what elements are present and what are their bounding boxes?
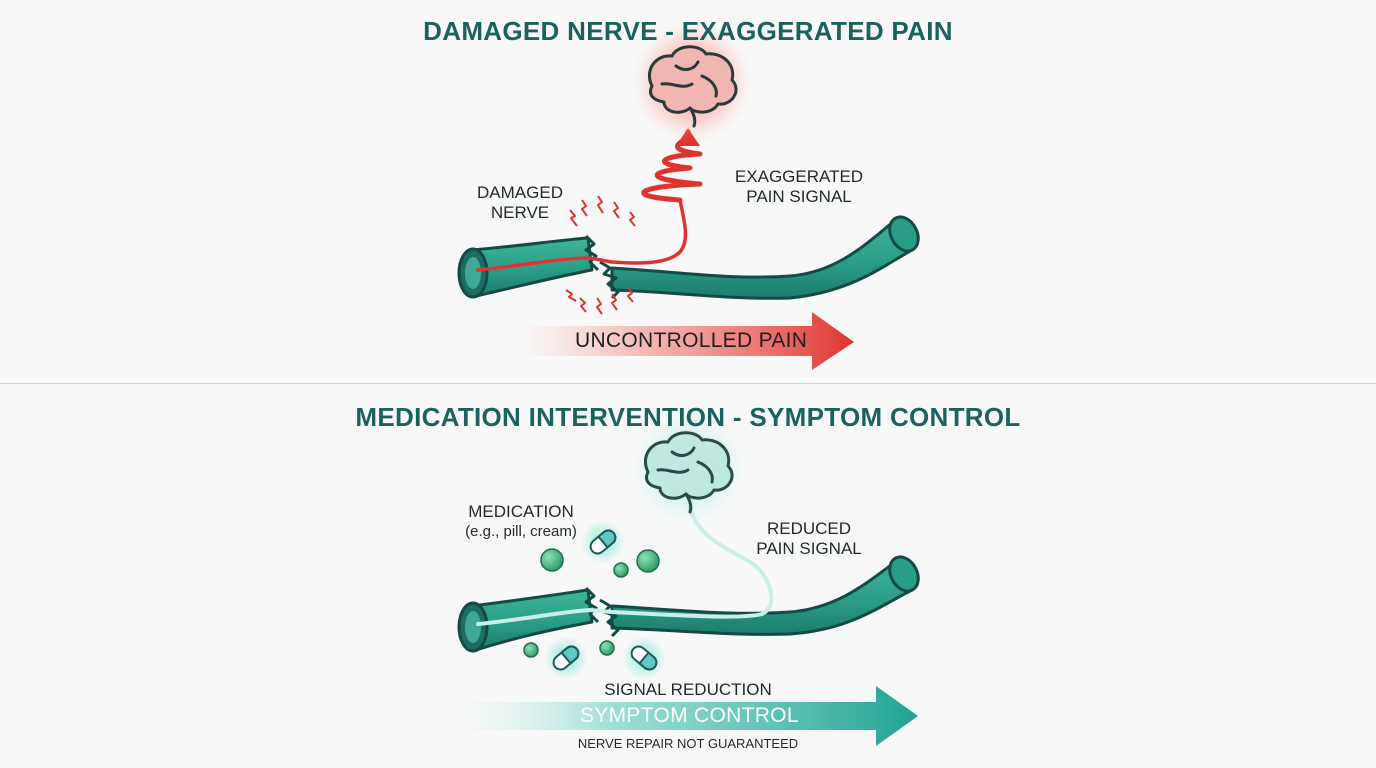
medication-panel: MEDICATION INTERVENTION - SYMPTOM CONTRO… [0,384,1376,768]
top-panel-title: DAMAGED NERVE - EXAGGERATED PAIN [423,16,953,46]
symptom-control-arrow [462,686,918,746]
reduced-pain-signal-line [476,492,774,626]
lightning-spark-icon [565,195,636,315]
uncontrolled-pain-text: UNCONTROLLED PAIN [575,329,808,352]
medication-label: MEDICATION (e.g., pill, cream) [446,502,596,542]
damaged-nerve-label-line1: DAMAGED [477,183,563,202]
nerve-right-segment [599,215,920,300]
bottom-panel-title: MEDICATION INTERVENTION - SYMPTOM CONTRO… [355,402,1021,432]
medication-illustration [457,408,920,746]
damaged-nerve-panel: DAMAGED NERVE - EXAGGERATED PAIN DAMAGED… [0,0,1376,383]
exaggerated-signal-label: EXAGGERATED PAIN SIGNAL [724,167,874,207]
damaged-nerve-label: DAMAGED NERVE [470,183,570,223]
reduced-signal-label-line2: PAIN SIGNAL [756,539,862,558]
medication-dot-icon [523,548,660,658]
medication-label-line1: MEDICATION [468,502,574,521]
medication-label-sub: (e.g., pill, cream) [465,523,577,540]
panel-divider [0,383,1376,384]
pill-capsule-icon [544,520,666,680]
reduced-signal-label-line1: REDUCED [766,519,852,538]
brain-icon [648,45,738,128]
reduced-signal-label: REDUCED PAIN SIGNAL [734,519,884,559]
nerve-left-segment [457,234,600,299]
brain-icon [644,431,734,514]
symptom-control-text: SYMPTOM CONTROL [580,704,799,727]
exaggerated-signal-zigzag [641,129,703,203]
nerve-repair-footnote: NERVE REPAIR NOT GUARANTEED [577,736,799,751]
nerve-left-segment [457,586,600,653]
exaggerated-signal-label-line1: EXAGGERATED [734,167,864,186]
damaged-nerve-illustration [457,22,920,370]
exaggerated-signal-label-line2: PAIN SIGNAL [746,187,852,206]
pain-signal-line [476,198,688,272]
damaged-nerve-label-line2: NERVE [490,203,550,222]
signal-reduction-label: SIGNAL REDUCTION [604,680,772,699]
uncontrolled-pain-arrow [520,312,854,370]
